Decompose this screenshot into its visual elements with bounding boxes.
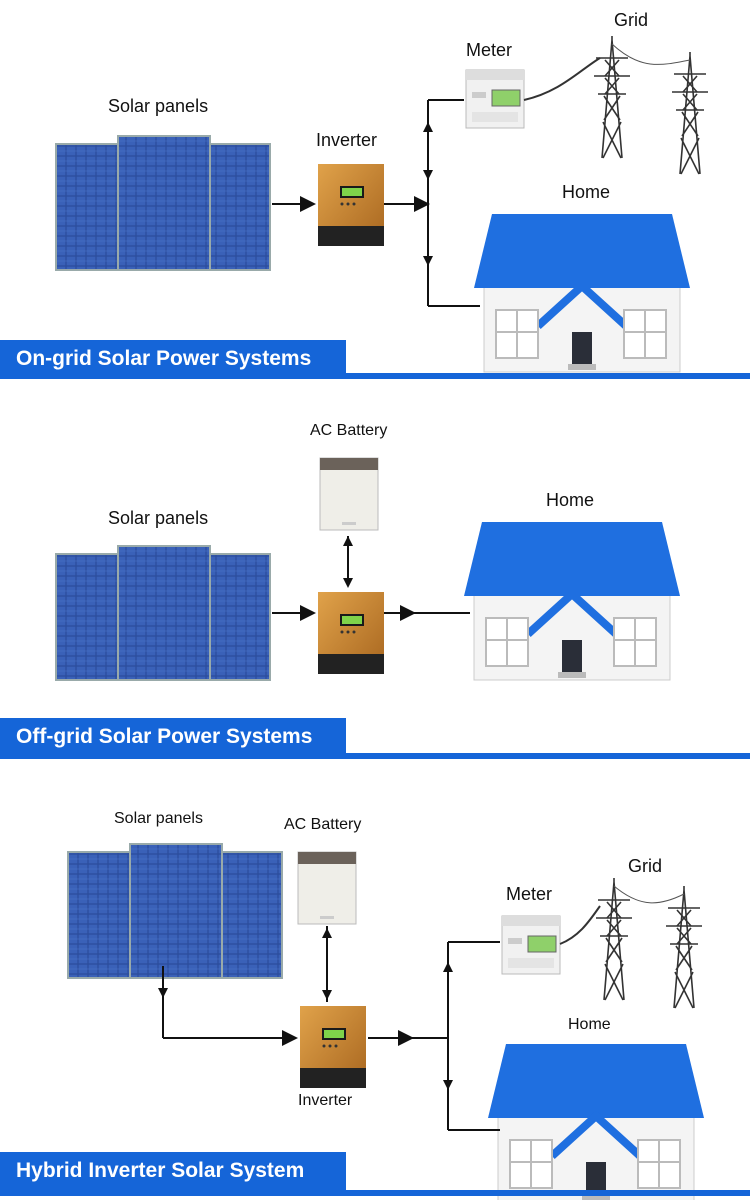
label-solar-panels: Solar panels <box>108 96 209 116</box>
label-meter: Meter <box>506 884 553 904</box>
power-tower-icon <box>665 885 703 1009</box>
section-divider <box>0 753 750 759</box>
arrow-down-icon <box>423 256 433 266</box>
section-title: On-grid Solar Power Systems <box>0 340 346 378</box>
label-solar-panels: Solar panels <box>108 508 209 528</box>
label-grid: Grid <box>628 856 663 876</box>
power-tower-icon <box>671 51 709 175</box>
section-divider <box>0 1190 750 1196</box>
hybrid-diagram <box>67 843 750 1200</box>
label-home: Home <box>562 182 611 202</box>
power-tower-icon <box>595 877 633 1001</box>
arrow-down-icon <box>322 990 332 1000</box>
arrow-down-icon <box>443 1080 453 1090</box>
label-meter: Meter <box>466 40 513 60</box>
arrow-up-icon <box>443 962 453 972</box>
inverter-icon <box>318 164 384 246</box>
home-icon <box>474 214 690 372</box>
label-ac-battery: AC Battery <box>310 422 388 439</box>
on-grid-diagram <box>55 35 709 380</box>
arrow-down-icon <box>423 170 433 180</box>
solar-panels-icon <box>55 545 271 681</box>
on-grid-section: Solar panels Inverter Meter Grid Home On… <box>0 0 750 380</box>
arrow-down-icon <box>343 578 353 588</box>
meter-icon <box>501 915 561 975</box>
solar-panels-icon <box>55 135 271 271</box>
off-grid-section: AC Battery Solar panels Home Off-grid So… <box>0 380 750 760</box>
hybrid-section: Solar panels AC Battery Meter Grid Home … <box>0 760 750 1200</box>
section-title: Off-grid Solar Power Systems <box>0 718 346 756</box>
label-inverter: Inverter <box>316 130 378 150</box>
label-inverter: Inverter <box>298 1092 353 1109</box>
home-icon <box>464 522 680 680</box>
ac-battery-icon <box>297 851 357 925</box>
arrow-down-icon <box>158 988 168 998</box>
ac-battery-icon <box>319 457 379 531</box>
home-icon <box>488 1044 704 1200</box>
label-home: Home <box>568 1016 611 1033</box>
arrow-up-icon <box>322 928 332 938</box>
arrow-up-icon <box>423 122 433 132</box>
meter-icon <box>465 69 525 129</box>
arrow-up-icon <box>343 536 353 546</box>
off-grid-diagram <box>55 457 750 760</box>
section-divider <box>0 373 750 379</box>
label-home: Home <box>546 490 595 510</box>
label-ac-battery: AC Battery <box>284 816 362 833</box>
inverter-icon <box>318 592 384 674</box>
label-solar-panels: Solar panels <box>114 810 203 827</box>
section-title: Hybrid Inverter Solar System <box>0 1152 346 1190</box>
label-grid: Grid <box>614 10 649 30</box>
inverter-icon <box>300 1006 366 1088</box>
solar-panels-icon <box>67 843 283 979</box>
